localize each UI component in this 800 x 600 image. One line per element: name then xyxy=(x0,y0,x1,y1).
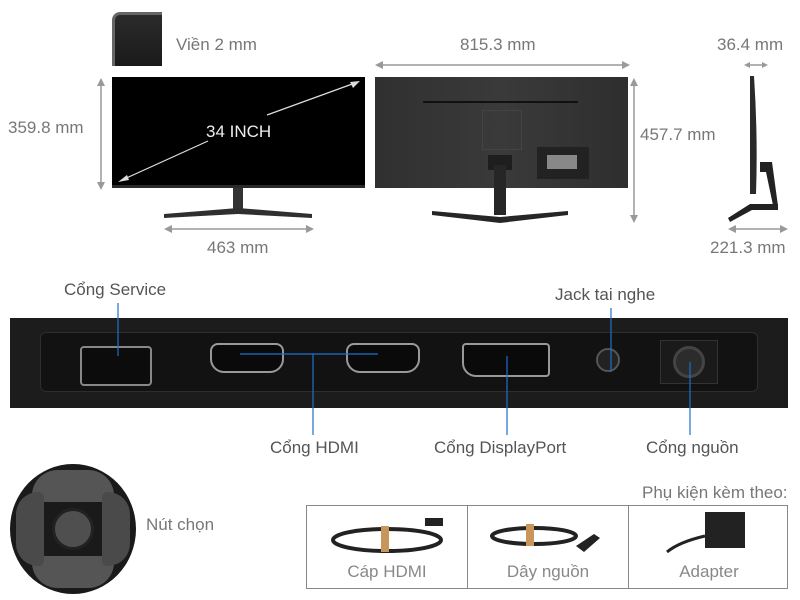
accessories-table: Cáp HDMI Dây nguồn Adapter xyxy=(306,505,788,589)
back-height-label: 457.7 mm xyxy=(640,125,716,144)
accessory-label: Adapter xyxy=(679,562,739,581)
side-depth-top-label: 36.4 mm xyxy=(717,35,784,54)
accessory-label: Dây nguồn xyxy=(506,562,590,581)
monitor-stand-front xyxy=(164,188,312,218)
displayport-label: Cổng DisplayPort xyxy=(434,438,567,457)
hdmi-cable-image xyxy=(331,518,443,553)
bezel-detail-image xyxy=(112,12,162,66)
power-port-label: Cổng nguồn xyxy=(646,438,739,457)
control-button-label: Nút chọn xyxy=(146,515,215,534)
service-port-label: Cổng Service xyxy=(64,280,167,299)
back-width-label: 815.3 mm xyxy=(460,35,536,54)
power-icon xyxy=(52,508,94,550)
displayport-port xyxy=(462,343,550,377)
height-arrow xyxy=(97,78,105,190)
control-joystick-image xyxy=(10,464,136,594)
back-width-arrow xyxy=(375,61,630,69)
diagonal-arrow xyxy=(118,81,360,182)
side-depth-top-arrow xyxy=(744,62,768,68)
bezel-label: Viền 2 mm xyxy=(176,35,257,54)
stand-width-arrow xyxy=(164,225,314,233)
accessory-adapter: Adapter xyxy=(629,506,789,588)
usb-port xyxy=(80,346,152,386)
adapter-image xyxy=(666,512,745,554)
monitor-side-image xyxy=(728,76,778,222)
front-height-label: 359.8 mm xyxy=(8,118,84,137)
accessory-label: Cáp HDMI xyxy=(347,562,427,581)
accessory-hdmi-cable: Cáp HDMI xyxy=(307,506,468,588)
accessory-power-cord: Dây nguồn xyxy=(468,506,629,588)
port-panel-image xyxy=(10,318,788,408)
stand-width-label: 463 mm xyxy=(207,238,269,257)
power-port xyxy=(660,340,718,384)
hdmi-port-label: Cổng HDMI xyxy=(270,438,359,457)
side-depth-base-label: 221.3 mm xyxy=(710,238,786,257)
accessories-title: Phụ kiện kèm theo: xyxy=(642,483,788,502)
screen-size-label: 34 INCH xyxy=(206,122,272,141)
back-height-arrow xyxy=(630,78,638,223)
monitor-front-image xyxy=(112,77,365,188)
hdmi-port-2 xyxy=(346,343,420,373)
side-depth-base-arrow xyxy=(728,225,788,233)
power-cord-image xyxy=(490,524,600,552)
headphone-jack xyxy=(596,348,620,372)
monitor-stand-back xyxy=(432,155,568,223)
hdmi-port-1 xyxy=(210,343,284,373)
headphone-jack-label: Jack tai nghe xyxy=(555,285,656,304)
